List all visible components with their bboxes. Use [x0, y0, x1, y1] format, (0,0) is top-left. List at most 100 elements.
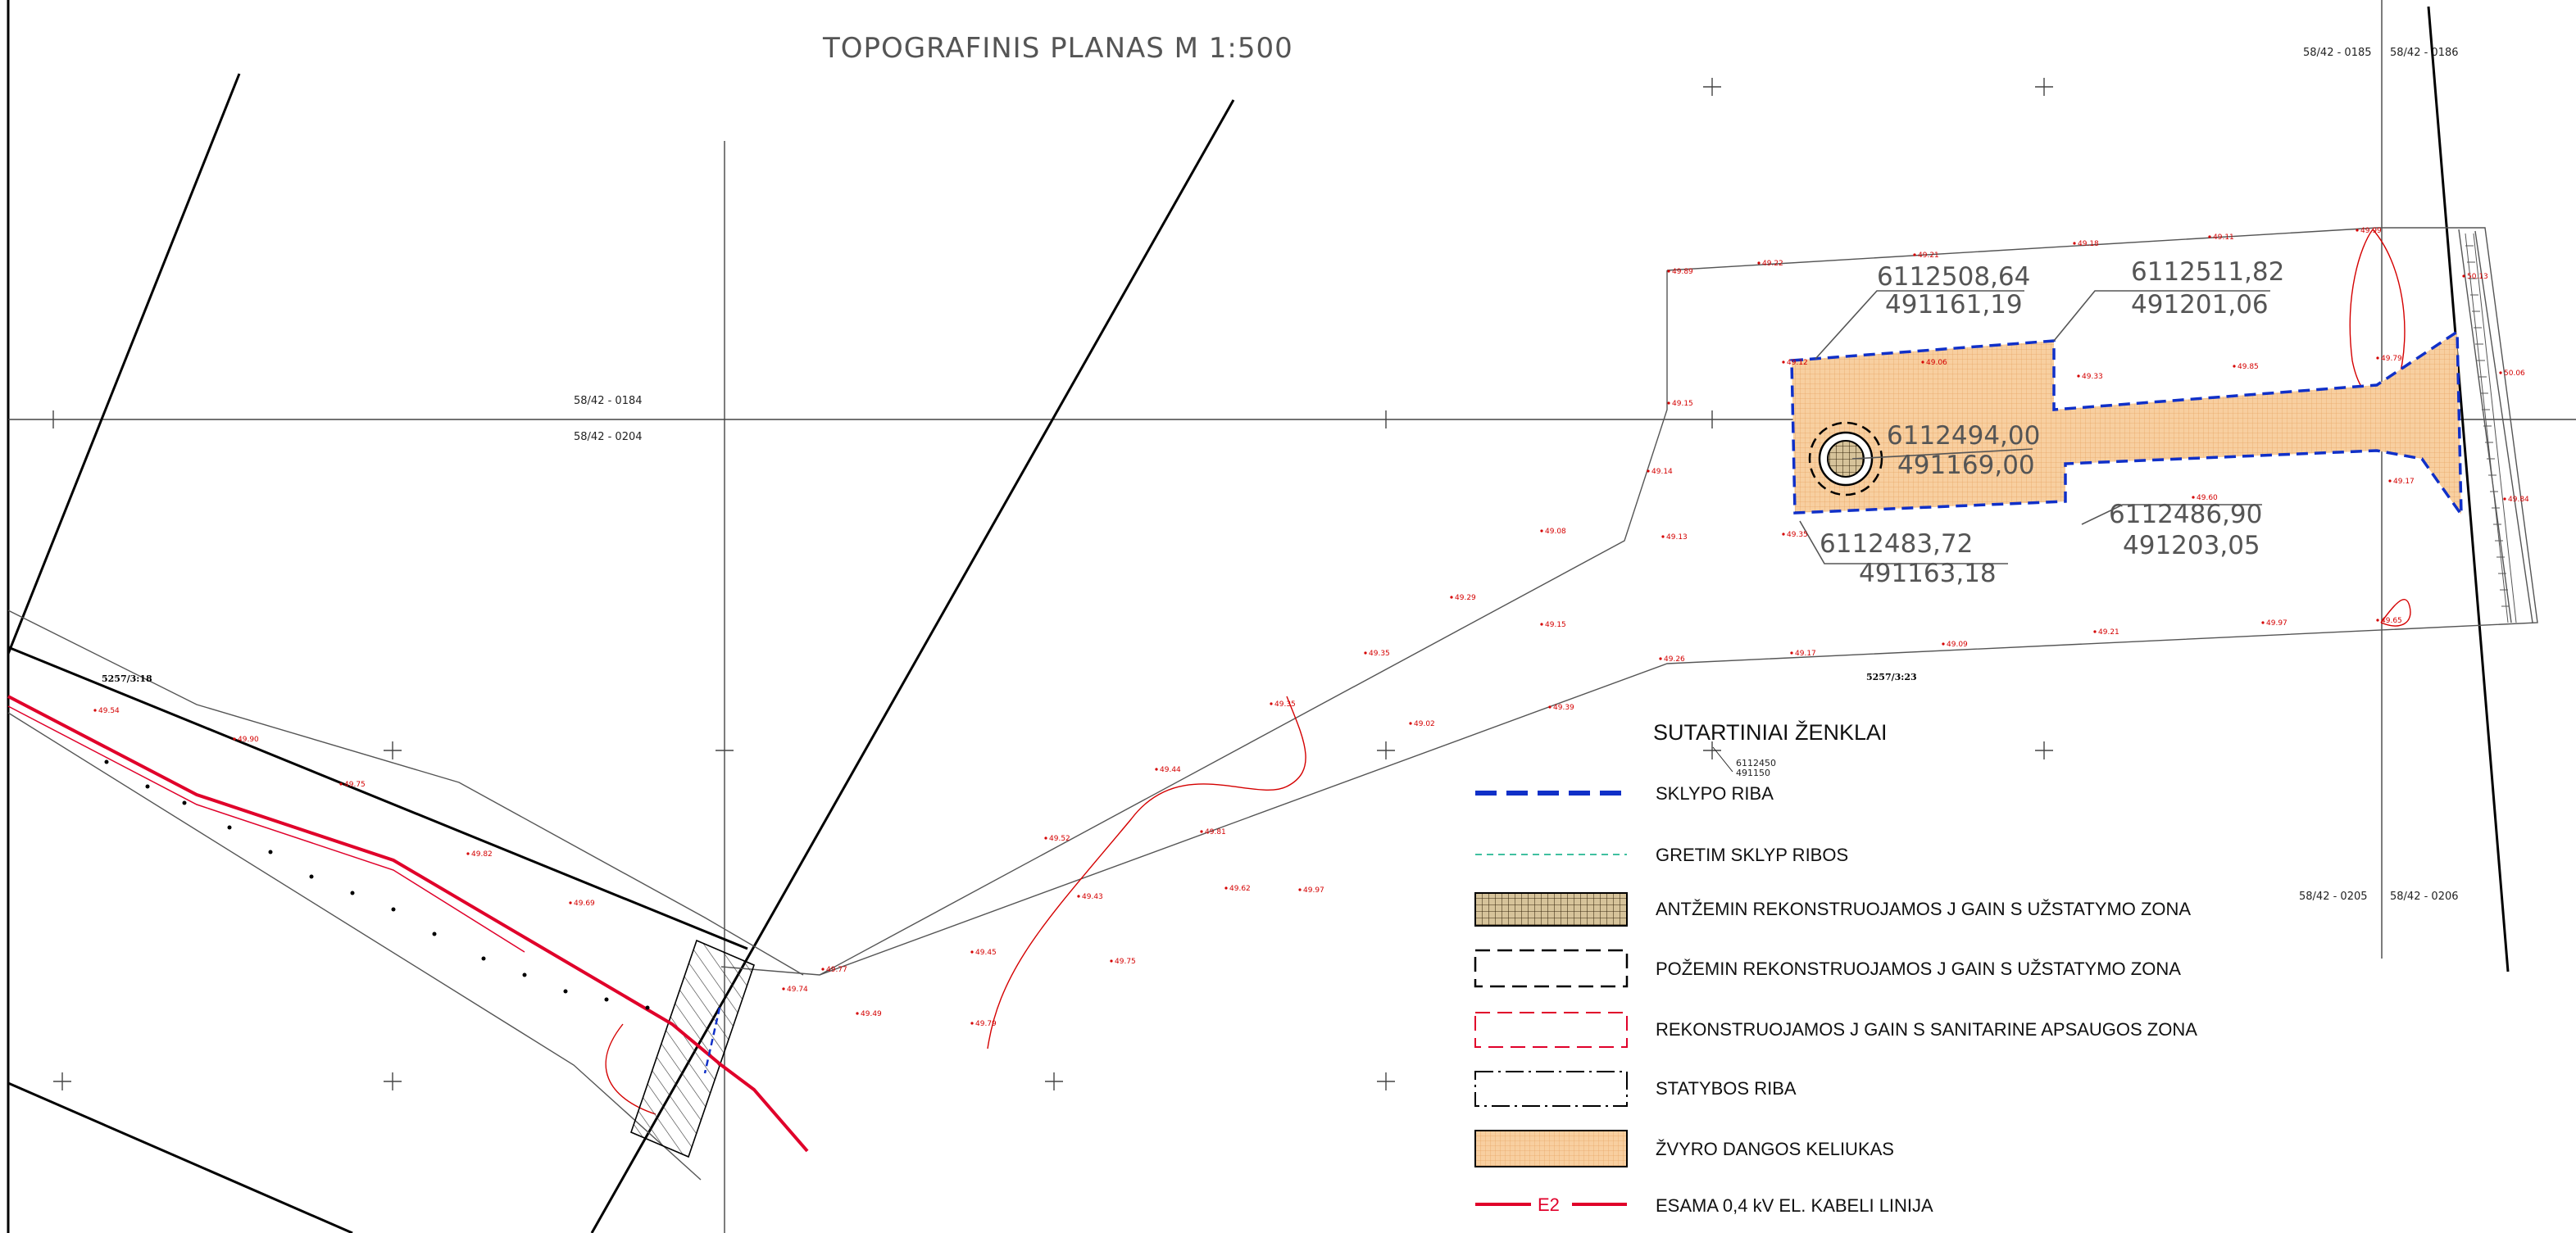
coord-1-north: 6112508,64 [1877, 262, 2030, 292]
elevation-point-marker [1270, 702, 1273, 705]
legend: SUTARTINIAI ŽENKLAI 6112450 491150 SKLYP… [1474, 719, 2197, 1216]
legend-symbol-gravel-road [1474, 1130, 1628, 1167]
elevation-label: 49.85 [2238, 363, 2259, 371]
legend-title: SUTARTINIAI ŽENKLAI [1653, 719, 1888, 745]
legend-label-cable: ESAMA 0,4 kV EL. KABELI LINIJA [1656, 1195, 1933, 1216]
elevation-label: 49.18 [2078, 240, 2099, 248]
coord-5-east: 491163,18 [1859, 559, 1997, 588]
sheet-ref-0205: 58/42 - 0205 [2299, 891, 2368, 903]
elevation-point-marker [2233, 365, 2236, 368]
plot-boundary [1790, 329, 2463, 519]
elevation-label: 49.17 [2393, 478, 2415, 486]
elevation-label: 49.22 [1762, 260, 1783, 268]
elevation-point-marker [782, 987, 785, 990]
legend-symbol-sanitary-zone [1474, 1012, 1628, 1048]
legend-label-gravel-road: ŽVYRO DANGOS KELIUKAS [1656, 1139, 1894, 1159]
legend-label-plot-boundary: SKLYPO RIBA [1656, 783, 1774, 804]
elevation-label: 50.13 [2467, 273, 2488, 281]
ref-point: 6112450 491150 [1712, 746, 1776, 778]
elevation-label: 49.13 [1666, 533, 1688, 542]
plan-title: TOPOGRAFINIS PLANAS M 1:500 [822, 32, 1293, 65]
coordinate-callouts [1799, 290, 2270, 564]
elevation-label: 49.45 [975, 949, 997, 957]
elevation-point-marker [1409, 722, 1412, 725]
elevation-label: 49.12 [1787, 359, 1808, 367]
elevation-label: 50.06 [2504, 369, 2525, 378]
coord-3-north: 6112494,00 [1887, 421, 2040, 451]
elevation-label: 49.54 [98, 707, 120, 715]
elevation-point-marker [569, 901, 572, 904]
elevation-point-marker [970, 950, 974, 954]
elevation-label: 49.99 [2360, 227, 2382, 235]
elevation-point-marker [1200, 830, 1203, 833]
elevation-point-marker [2503, 497, 2506, 501]
elevation-label: 49.11 [2213, 233, 2234, 242]
elevation-point-marker [2356, 229, 2359, 232]
elevation-point-marker [1298, 888, 1302, 891]
elevation-point-marker [1667, 270, 1670, 273]
elevation-point-marker [1782, 360, 1785, 364]
elevation-label: 49.97 [2266, 619, 2288, 628]
elevation-label: 49.77 [826, 966, 847, 974]
elevation-point-marker [2388, 479, 2392, 483]
elevation-label: 49.35 [1274, 700, 1296, 709]
coord-2-north: 6112511,82 [2131, 257, 2284, 287]
sheet-ref-0206: 58/42 - 0206 [2390, 891, 2459, 903]
legend-symbol-construction-limit [1474, 1071, 1628, 1107]
elevation-point-marker [93, 709, 97, 712]
sheet-ref-0184: 58/42 - 0184 [574, 395, 643, 407]
elevation-point-marker [1790, 651, 1793, 655]
grid-crosses [52, 78, 2053, 1090]
elevation-label: 49.39 [1553, 704, 1574, 712]
cable-line [7, 695, 809, 1153]
elevation-point-marker [2077, 374, 2080, 378]
slope-symbols [104, 759, 650, 1010]
elevation-point-marker [1757, 261, 1760, 265]
elevation-point-marker [466, 852, 470, 855]
elevation-label: 49.69 [574, 900, 595, 908]
elevation-label: 49.89 [1672, 268, 1693, 276]
elevation-point-marker [1782, 533, 1785, 536]
elevation-label: 49.14 [1651, 468, 1673, 476]
coord-4-north: 6112486,90 [2109, 500, 2262, 529]
elevation-label: 49.60 [2197, 494, 2218, 502]
elevation-label: 49.26 [1664, 655, 1685, 664]
elevation-label: 49.02 [1414, 720, 1435, 728]
elevation-label: 49.84 [2508, 496, 2529, 504]
legend-label-underground-zone: POŽEMIN REKONSTRUOJAMOS J GAIN S UŽSTATY… [1656, 959, 2181, 979]
elevation-label: 49.33 [2082, 373, 2103, 381]
lot-label-left: 5257/3:18 [102, 673, 152, 684]
elevation-label: 49.79 [975, 1020, 997, 1028]
coord-2-east: 491201,06 [2131, 290, 2269, 320]
elevation-point-marker [1659, 657, 1662, 660]
elevation-label: 49.21 [2098, 628, 2119, 637]
elevation-point-marker [2376, 356, 2379, 360]
elevation-point-marker [1661, 535, 1665, 538]
sheet-ref-0186: 58/42 - 0186 [2390, 47, 2459, 59]
elevation-point-marker [1548, 705, 1552, 709]
elevation-point-marker [1942, 642, 1945, 646]
elevation-point-marker [1044, 836, 1047, 840]
elevation-label: 49.35 [1787, 531, 1808, 539]
elevation-points: 49.89 49.22 49.21 49.18 49.11 49.99 49.15 49.14… [93, 227, 2529, 1028]
elevation-point-marker [2093, 630, 2097, 633]
elevation-label: 49.09 [1947, 641, 1968, 649]
elevation-label: 49.15 [1545, 621, 1566, 629]
elevation-label: 49.62 [1229, 885, 1251, 893]
elevation-point-marker [1450, 596, 1453, 599]
elevation-label: 49.79 [2381, 355, 2402, 363]
coord-4-east: 491203,05 [2123, 531, 2260, 560]
legend-label-above-ground-zone: ANTŽEMIN REKONSTRUOJAMOS J GAIN S UŽSTAT… [1656, 899, 2191, 919]
legend-label-neighbor-boundary: GRETIM SKLYP RIBOS [1656, 845, 1848, 865]
elevation-label: 49.15 [1672, 400, 1693, 408]
elevation-label: 49.75 [1115, 958, 1136, 966]
elevation-point-marker [2462, 274, 2465, 278]
elevation-point-marker [821, 968, 825, 971]
elevation-point-marker [1224, 886, 1228, 890]
road-edge-lines [7, 6, 2510, 1233]
elevation-label: 49.49 [861, 1010, 882, 1018]
elevation-point-marker [1921, 360, 1924, 364]
elevation-point-marker [2208, 235, 2211, 238]
legend-symbol-underground-zone [1474, 949, 1629, 988]
